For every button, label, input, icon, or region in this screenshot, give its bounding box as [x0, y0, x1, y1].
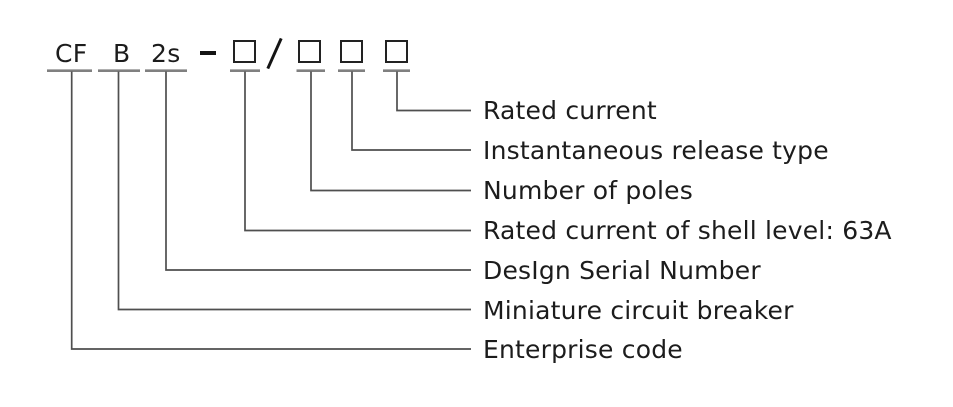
- connector-miniature-breaker: [117, 71, 471, 311]
- code-part-2s: 2s: [151, 39, 181, 68]
- label-enterprise-code: Enterprise code: [483, 335, 683, 364]
- code-box-3: [340, 40, 363, 63]
- connector-release-type: [351, 71, 471, 151]
- dash-separator: [200, 51, 216, 55]
- code-box-4: [385, 40, 408, 63]
- connector-enterprise-code: [70, 71, 471, 350]
- code-box-1: [233, 40, 256, 63]
- connector-rated-current: [396, 71, 471, 112]
- connector-number-of-poles: [310, 71, 471, 192]
- label-design-serial-number: DesIgn Serial Number: [483, 256, 761, 285]
- label-release-type: Instantaneous release type: [483, 136, 829, 165]
- code-box-2: [298, 40, 321, 63]
- connector-design-serial-number: [165, 71, 471, 271]
- label-rated-current: Rated current: [483, 96, 657, 125]
- label-shell-level-current: Rated current of shell level: 63A: [483, 216, 892, 245]
- code-part-cf: CF: [55, 39, 88, 68]
- label-miniature-breaker: Miniature circuit breaker: [483, 296, 794, 325]
- label-number-of-poles: Number of poles: [483, 176, 693, 205]
- code-part-b: B: [113, 39, 131, 68]
- connector-shell-level-current: [244, 71, 471, 232]
